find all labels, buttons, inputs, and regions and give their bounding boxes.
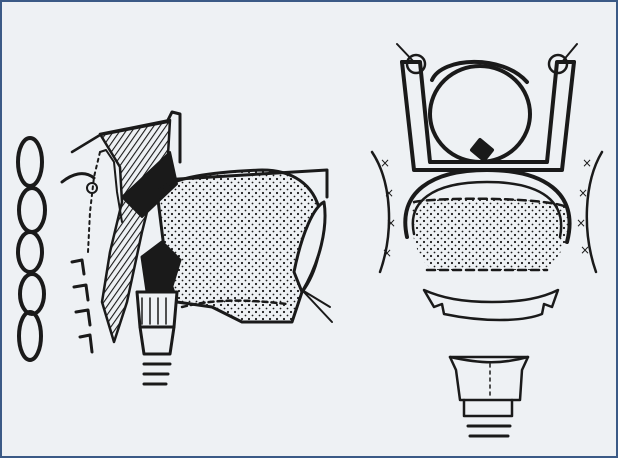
svg-text:×: × xyxy=(386,216,396,230)
svg-text:×: × xyxy=(582,156,592,170)
svg-text:×: × xyxy=(384,186,394,200)
svg-text:×: × xyxy=(576,216,586,230)
dotted-region xyxy=(412,199,569,270)
soft-tissue-mass xyxy=(157,170,321,322)
svg-text:×: × xyxy=(380,156,390,170)
svg-text:×: × xyxy=(382,246,392,260)
svg-text:×: × xyxy=(580,243,590,257)
svg-text:×: × xyxy=(578,186,588,200)
